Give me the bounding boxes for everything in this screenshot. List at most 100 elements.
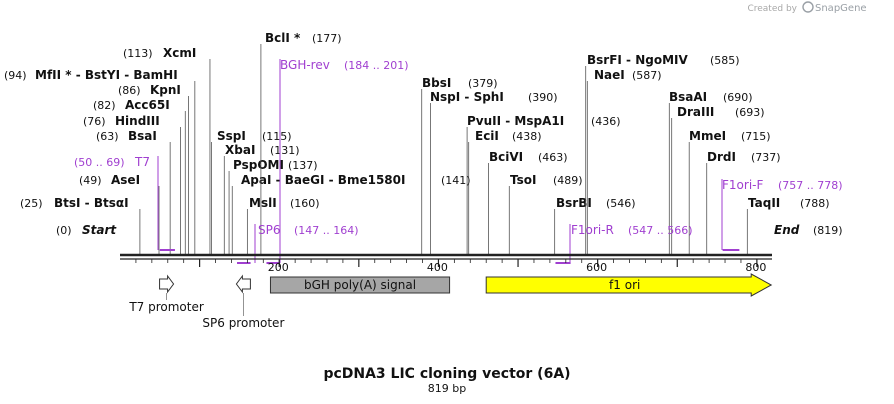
site-pspomi: (137) PspOMI [228, 158, 318, 255]
site-name: MmeI [689, 129, 726, 143]
map-title: pcDNA3 LIC cloning vector (6A) [323, 366, 570, 382]
site-position: (160) [290, 197, 320, 210]
site-name: BciVI [489, 150, 523, 164]
site-drdi: (737) DrdI [706, 150, 781, 255]
feature-t7-promoter: T7 promoter [128, 274, 204, 314]
feature-sp6-promoter: SP6 promoter [202, 274, 284, 330]
site-pvuii-mspa1i: (436)PvuII - MspA1I [466, 114, 621, 255]
site-name: Acc65I [125, 98, 170, 112]
primer-range: (184 .. 201) [344, 59, 409, 72]
site-position: (177) [312, 32, 342, 45]
feature-bgh-poly-a-signal: bGH poly(A) signal [269, 276, 451, 294]
primer-name: T7 [134, 155, 150, 169]
site-mmei: (715) MmeI [688, 129, 771, 255]
site-xcmi: (113) XcmI [123, 46, 211, 255]
site-bsrfi-ngomiv: (585) BsrFI - NgoMIV [585, 53, 740, 255]
feature-label: SP6 promoter [202, 316, 284, 330]
primer-bgh-rev: BGH-rev (184 .. 201) [266, 58, 409, 264]
site-name: XbaI [225, 143, 255, 157]
site-name: BsaI [128, 129, 157, 143]
feature-label: f1 ori [609, 278, 640, 292]
ruler-label: 600 [586, 261, 607, 274]
site-bsrbi: (546) BsrBI [554, 196, 636, 255]
site-position: (390) [528, 91, 558, 104]
primer-name: F1ori-R [571, 223, 614, 237]
site-position: (546) [606, 197, 636, 210]
site-bsai: (63) BsaI [96, 129, 171, 255]
primer-f1ori-r: F1ori-R(547 .. 566) [555, 223, 693, 264]
site-bcivi: (463) BciVI [488, 150, 568, 255]
feature-box [269, 276, 451, 294]
site-position: (715) [741, 130, 771, 143]
site-name: BsrFI - NgoMIV [587, 53, 688, 67]
primer-name: BGH-rev [280, 58, 330, 72]
site-position: (587) [632, 69, 662, 82]
site-name: DraIII [677, 105, 714, 119]
primer-annotations: T7(50 .. 69) SP6 (147 .. 164) BGH-rev (184 .… [74, 58, 843, 264]
site-sspi: (115)SspI [211, 129, 292, 255]
site-position: (86) [118, 84, 141, 97]
primer-range: (757 .. 778) [778, 179, 843, 192]
site-position: (737) [751, 151, 781, 164]
feature-label: bGH poly(A) signal [304, 278, 416, 292]
site-name: XcmI [163, 46, 196, 60]
site-bcli: (177) BclI * [260, 31, 342, 255]
site-asei: (49)AseI [79, 173, 160, 255]
site-acc65i: (82) Acc65I [93, 98, 186, 255]
ruler-label: 400 [427, 261, 448, 274]
end-position: (819) [813, 224, 843, 237]
site-name: KpnI [150, 83, 181, 97]
site-position: (141) [441, 174, 471, 187]
site-name: DrdI [707, 150, 736, 164]
site-name: BclI * [265, 31, 301, 45]
site-position: (82) [93, 99, 116, 112]
primer-sp6: SP6 (147 .. 164) [237, 223, 359, 264]
site-tsoi: (489)TsoI [508, 173, 583, 255]
site-name: MfII * - BstYI - BamHI [35, 68, 178, 82]
snapgene-brand: Created by SnapGene [747, 1, 867, 14]
site-position: (94) [4, 69, 27, 82]
site-name: SspI [217, 129, 246, 143]
site-name: BtsI - BtsαI [54, 196, 129, 210]
site-msli: (160) MslI [246, 196, 320, 255]
site-name: PspOMI [233, 158, 284, 172]
site-position: (113) [123, 47, 153, 60]
site-name: PvuII - MspA1I [467, 114, 564, 128]
site-position: (693) [735, 106, 765, 119]
site-name: BsrBI [556, 196, 592, 210]
feature-label: T7 promoter [128, 300, 204, 314]
site-name: HindIII [115, 114, 160, 128]
site-position: (585) [710, 54, 740, 67]
ruler-label: 200 [268, 261, 289, 274]
feature-arrow [485, 273, 773, 297]
site-name: TaqII [748, 196, 780, 210]
site-mfii-bstyi-bamhi: (94) MfII * - BstYI - BamHI [4, 68, 196, 255]
site-position: (788) [800, 197, 830, 210]
primer-name: SP6 [258, 223, 281, 237]
site-btsi-bts-i: (25)BtsI - BtsαI [20, 196, 141, 255]
site-ecii: (438)EciI [468, 129, 542, 255]
site-name: ApaI - BaeGI - Bme1580I [241, 173, 405, 187]
backbone [120, 253, 772, 260]
start-label: Start [82, 223, 117, 237]
site-draiii: (693) DraIII [671, 105, 765, 255]
site-name: MslI [249, 196, 277, 210]
feature-f1-ori: f1 ori [485, 273, 773, 297]
site-position: (137) [288, 159, 318, 172]
site-position: (463) [538, 151, 568, 164]
site-name: BsaAI [669, 90, 707, 104]
site-xbai: (131) XbaI [223, 143, 300, 255]
site-position: (690) [723, 91, 753, 104]
site-name: NspI - SphI [430, 90, 504, 104]
site-name: NaeI [594, 68, 625, 82]
site-position: (63) [96, 130, 119, 143]
map-length: 819 bp [428, 382, 466, 395]
site-position: (131) [270, 144, 300, 157]
site-name: BbsI [422, 76, 451, 90]
primer-range: (147 .. 164) [294, 224, 359, 237]
primer-t7: T7(50 .. 69) [74, 155, 175, 251]
site-name: TsoI [510, 173, 536, 187]
promoter-arrow-icon [235, 274, 251, 294]
